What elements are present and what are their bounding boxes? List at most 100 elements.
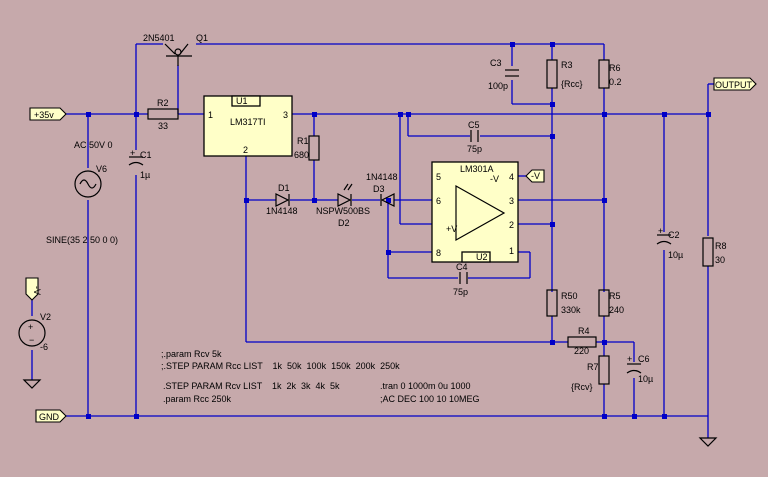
- svg-text:8: 8: [436, 248, 441, 258]
- svg-text:+: +: [28, 322, 33, 332]
- resistor-r8[interactable]: R8 30: [702, 237, 727, 267]
- svg-text:33: 33: [158, 121, 168, 131]
- svg-text:+: +: [658, 226, 663, 236]
- svg-text:2N5401: 2N5401: [143, 33, 175, 43]
- led-d2[interactable]: NSPW500BS D2: [316, 183, 370, 228]
- source-v6[interactable]: AC 50V 0 V6 SINE(35 2 50 0 0): [46, 140, 118, 245]
- opamp-u2[interactable]: LM301A U2 5 6 +V 8 4 -V 3 2 1: [431, 161, 519, 263]
- source-v2[interactable]: + − V2 -6: [18, 312, 51, 352]
- capacitor-c2[interactable]: + C2 10µ: [656, 226, 683, 260]
- svg-text:2: 2: [243, 145, 248, 155]
- svg-text:C2: C2: [668, 230, 680, 240]
- resistor-r6[interactable]: R6 0.2: [598, 59, 622, 89]
- svg-text:SINE(35 2 50 0 0): SINE(35 2 50 0 0): [46, 235, 118, 245]
- directive-line: .tran 0 1000m 0u 1000: [380, 381, 471, 391]
- resistor-r1[interactable]: R1 680: [294, 135, 320, 161]
- diode-d3[interactable]: 1N4148 D3: [366, 172, 398, 207]
- svg-text:R8: R8: [715, 241, 727, 251]
- svg-text:680: 680: [294, 150, 309, 160]
- svg-text:1N4148: 1N4148: [266, 206, 298, 216]
- svg-text:+V: +V: [446, 224, 457, 234]
- svg-text:GND: GND: [39, 412, 60, 422]
- svg-text:75p: 75p: [453, 287, 468, 297]
- svg-text:5: 5: [436, 172, 441, 182]
- svg-text:R6: R6: [609, 63, 621, 73]
- capacitor-c5[interactable]: C5 75p: [467, 120, 482, 154]
- capacitor-c1[interactable]: + C1 1µ: [128, 148, 152, 180]
- svg-text:C4: C4: [456, 262, 468, 272]
- svg-text:{Rcv}: {Rcv}: [571, 382, 593, 392]
- resistor-r4[interactable]: R4 220: [567, 326, 597, 356]
- svg-text:R4: R4: [578, 326, 590, 336]
- ground-symbol-v2: [22, 379, 42, 389]
- resistor-r2[interactable]: R2 33: [147, 98, 179, 131]
- svg-text:3: 3: [283, 110, 288, 120]
- diode-d1[interactable]: D1 1N4148: [266, 183, 298, 216]
- svg-text:75p: 75p: [467, 144, 482, 154]
- svg-text:U1: U1: [236, 96, 248, 106]
- svg-text:3: 3: [509, 196, 514, 206]
- svg-text:AC 50V 0: AC 50V 0: [74, 140, 113, 150]
- capacitor-c4[interactable]: C4 75p: [453, 262, 468, 297]
- net-flag-gnd: GND: [35, 409, 67, 423]
- net-flag-v2-top: -V: [25, 277, 42, 301]
- svg-text:240: 240: [609, 305, 624, 315]
- directive-line: ;.param Rcv 5k: [161, 349, 222, 359]
- svg-text:NSPW500BS: NSPW500BS: [316, 206, 370, 216]
- svg-text:-V: -V: [531, 171, 540, 181]
- directive-line: ;.STEP PARAM Rcc LIST 1k 50k 100k 150k 2…: [161, 361, 400, 371]
- svg-text:+: +: [130, 148, 135, 158]
- directive-line: ;AC DEC 100 10 10MEG: [380, 394, 480, 404]
- svg-text:U2: U2: [476, 252, 488, 262]
- svg-text:1: 1: [509, 246, 514, 256]
- svg-text:R2: R2: [157, 98, 169, 108]
- capacitor-c3[interactable]: C3 100p: [488, 58, 519, 91]
- svg-text:-6: -6: [40, 342, 48, 352]
- svg-text:R7: R7: [587, 362, 599, 372]
- svg-text:R50: R50: [561, 291, 578, 301]
- svg-text:100p: 100p: [488, 81, 508, 91]
- junctions: [86, 42, 711, 419]
- svg-text:2: 2: [509, 220, 514, 230]
- svg-text:LM301A: LM301A: [460, 164, 494, 174]
- svg-text:V2: V2: [40, 312, 51, 322]
- capacitor-c6[interactable]: + C6 10µ: [626, 354, 653, 384]
- directive-line: .STEP PARAM Rcv LIST 1k 2k 3k 4k 5k: [163, 381, 340, 391]
- resistor-r50[interactable]: R50 330k: [546, 289, 581, 317]
- svg-text:LM317TI: LM317TI: [230, 117, 266, 127]
- svg-text:10µ: 10µ: [638, 374, 653, 384]
- svg-text:C1: C1: [140, 150, 152, 160]
- regulator-u1[interactable]: U1 LM317TI 1 3 2: [203, 95, 293, 157]
- resistor-r5[interactable]: R5 240: [598, 289, 624, 317]
- svg-text:D1: D1: [278, 183, 290, 193]
- svg-text:4: 4: [509, 172, 514, 182]
- svg-text:+35v: +35v: [34, 110, 54, 120]
- svg-text:220: 220: [574, 346, 589, 356]
- svg-text:D3: D3: [373, 184, 385, 194]
- svg-text:-V: -V: [490, 174, 499, 184]
- svg-text:D2: D2: [338, 218, 350, 228]
- svg-text:C6: C6: [638, 354, 650, 364]
- svg-text:30: 30: [715, 255, 725, 265]
- svg-text:1µ: 1µ: [140, 170, 150, 180]
- svg-text:+: +: [627, 354, 632, 364]
- svg-text:1N4148: 1N4148: [366, 172, 398, 182]
- directive-line: .param Rcc 250k: [163, 394, 232, 404]
- svg-text:R5: R5: [609, 291, 621, 301]
- svg-text:Q1: Q1: [196, 33, 208, 43]
- svg-text:OUTPUT: OUTPUT: [715, 80, 753, 90]
- svg-text:R1: R1: [297, 136, 309, 146]
- net-flag-plus35: +35v: [29, 107, 67, 121]
- resistor-r3[interactable]: R3 {Rcc}: [546, 59, 583, 89]
- svg-text:V6: V6: [96, 164, 107, 174]
- resistor-r7[interactable]: R7 {Rcv}: [571, 355, 610, 392]
- svg-text:0.2: 0.2: [609, 77, 622, 87]
- svg-text:−: −: [29, 335, 34, 345]
- transistor-q1[interactable]: 2N5401 Q1: [143, 33, 208, 66]
- svg-text:{Rcc}: {Rcc}: [561, 79, 583, 89]
- svg-text:C5: C5: [468, 120, 480, 130]
- wires: [31, 43, 714, 438]
- svg-text:-V: -V: [32, 286, 42, 295]
